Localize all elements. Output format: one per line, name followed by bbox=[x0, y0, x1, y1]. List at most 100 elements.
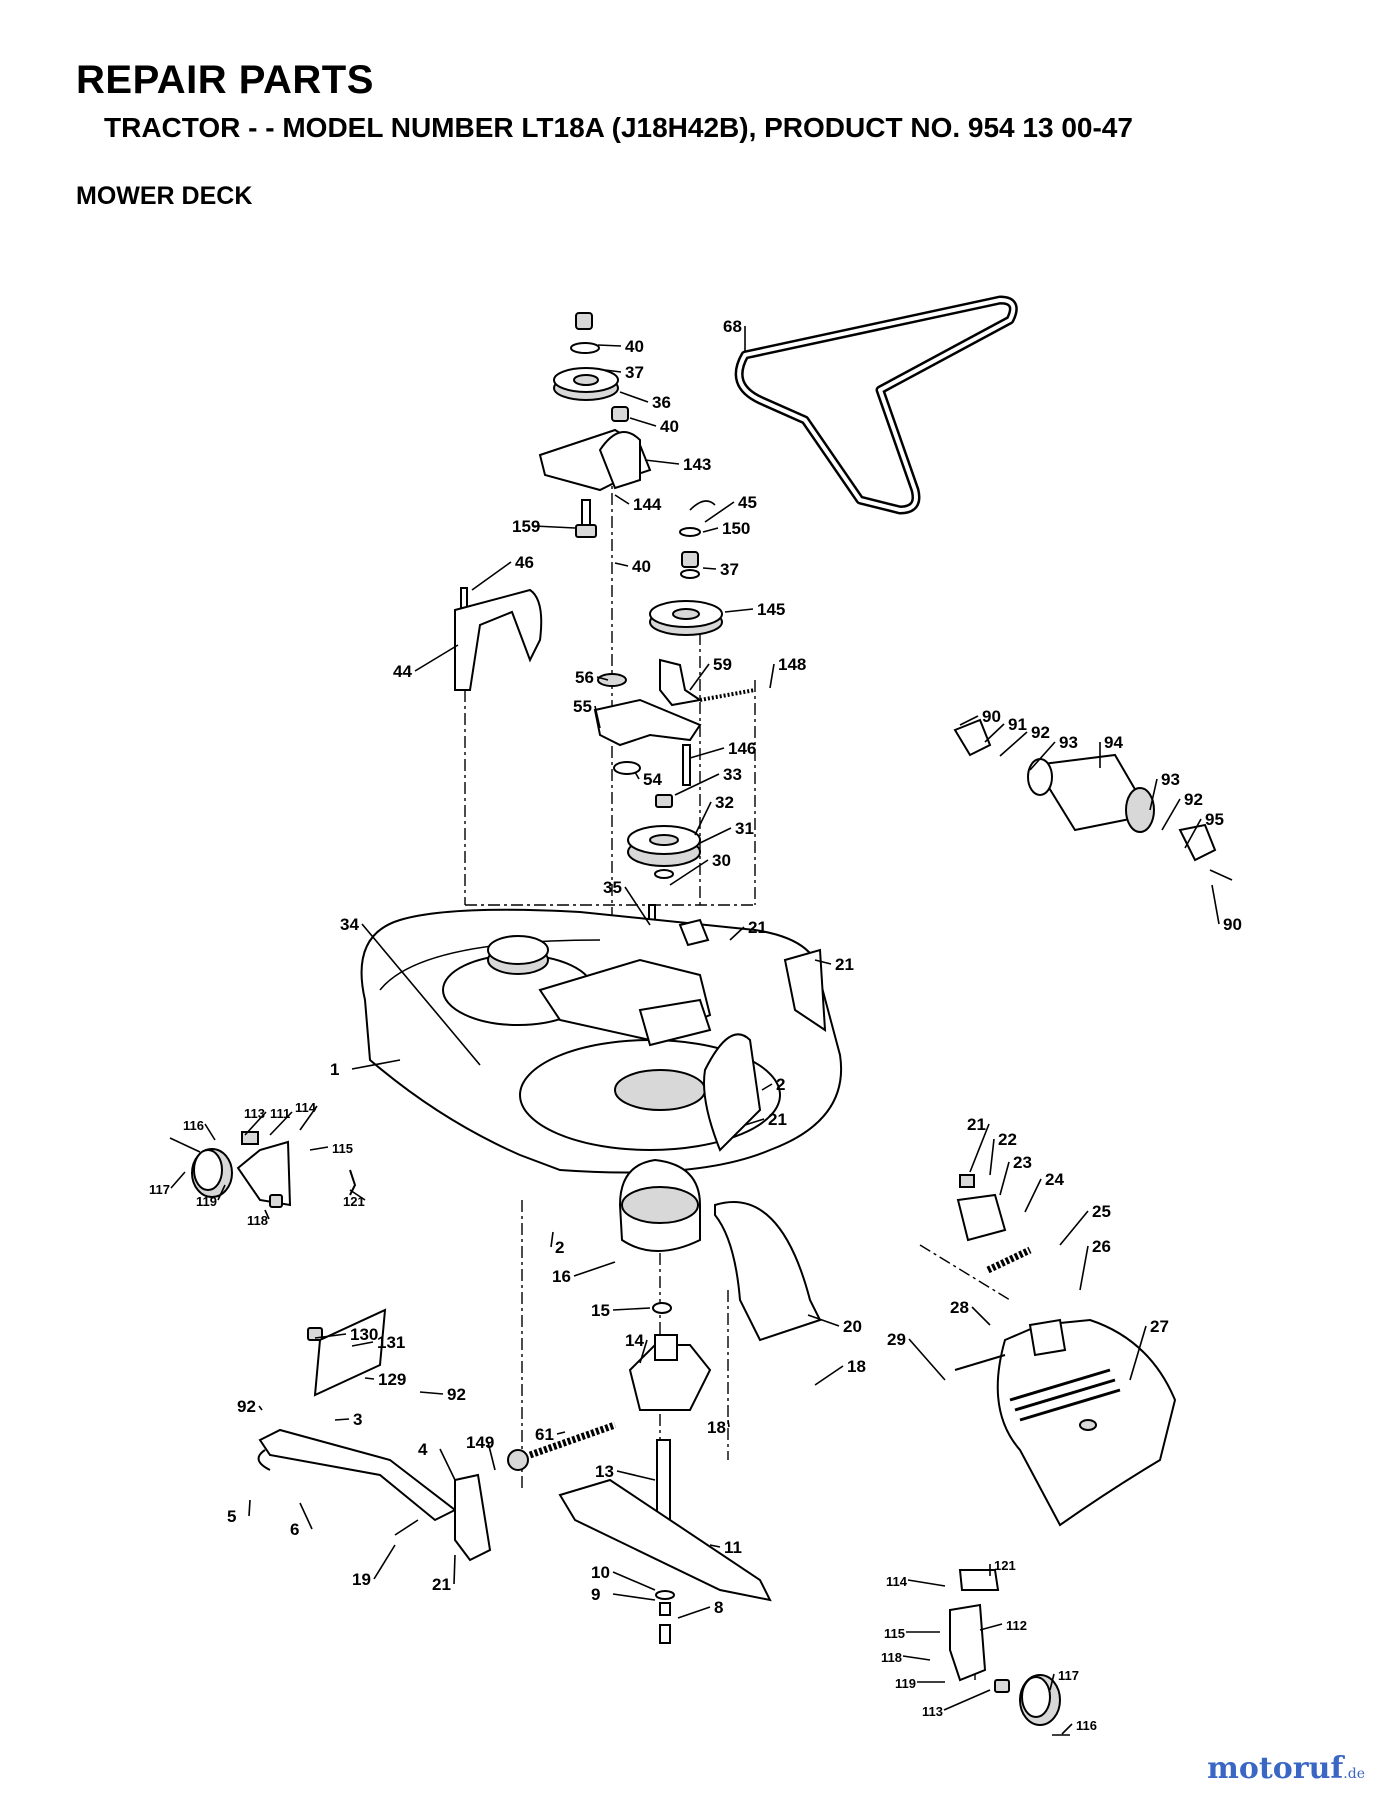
part-callout-129: 129 bbox=[378, 1370, 406, 1389]
callout-leader-37 bbox=[702, 567, 717, 570]
part-callout-146: 146 bbox=[728, 739, 756, 758]
callout-leader-115 bbox=[309, 1146, 329, 1151]
callout-leader-118 bbox=[264, 1209, 270, 1220]
part-callout-61: 61 bbox=[535, 1425, 554, 1444]
part-callout-95: 95 bbox=[1205, 810, 1224, 829]
v-belt-68 bbox=[734, 295, 1018, 515]
callout-leader-3 bbox=[334, 1418, 350, 1421]
mower-deck-1 bbox=[360, 908, 843, 1174]
part-callout-94: 94 bbox=[1104, 733, 1123, 752]
part-callout-54: 54 bbox=[643, 770, 662, 789]
part-callout-40: 40 bbox=[625, 337, 644, 356]
callout-leader-2 bbox=[550, 1231, 554, 1248]
callout-leader-40 bbox=[629, 417, 657, 427]
callout-leader-28 bbox=[971, 1306, 991, 1326]
callout-leader-117 bbox=[170, 1171, 186, 1189]
callout-leader-34 bbox=[361, 923, 481, 1066]
callout-leader-14 bbox=[639, 1339, 648, 1364]
part-callout-130: 130 bbox=[350, 1325, 378, 1344]
part-callout-13: 13 bbox=[595, 1462, 614, 1481]
part-callout-116: 116 bbox=[183, 1118, 204, 1133]
callout-leader-1 bbox=[351, 1059, 401, 1070]
lift-link-assembly bbox=[257, 1308, 617, 1562]
part-callout-27: 27 bbox=[1150, 1317, 1169, 1336]
callout-leader-150 bbox=[702, 527, 719, 533]
callout-leader-26 bbox=[1079, 1245, 1089, 1291]
part-callout-55: 55 bbox=[573, 697, 592, 716]
part-callout-92: 92 bbox=[1184, 790, 1203, 809]
callout-leader-92 bbox=[258, 1405, 263, 1411]
callout-leader-18 bbox=[814, 1365, 844, 1386]
part-callout-15: 15 bbox=[591, 1301, 610, 1320]
part-callout-114: 114 bbox=[295, 1100, 317, 1115]
part-callout-4: 4 bbox=[418, 1440, 428, 1459]
callout-leader-111 bbox=[269, 1111, 293, 1136]
part-callout-9: 9 bbox=[591, 1585, 600, 1604]
part-callout-10: 10 bbox=[591, 1563, 610, 1582]
part-callout-150: 150 bbox=[722, 519, 750, 538]
callout-leader-23 bbox=[999, 1161, 1010, 1196]
part-callout-116: 116 bbox=[1076, 1718, 1097, 1733]
part-callout-35: 35 bbox=[603, 878, 622, 897]
part-callout-11: 11 bbox=[724, 1538, 742, 1557]
callout-leader-46 bbox=[471, 561, 512, 591]
part-callout-90: 90 bbox=[1223, 915, 1242, 934]
callout-leader-113 bbox=[943, 1689, 991, 1711]
part-callout-143: 143 bbox=[683, 455, 711, 474]
callout-leader-31 bbox=[699, 827, 732, 844]
part-callout-117: 117 bbox=[1058, 1668, 1079, 1683]
callout-leader-13 bbox=[616, 1470, 656, 1481]
callout-leader-90 bbox=[959, 715, 979, 726]
callout-leader-6 bbox=[299, 1502, 313, 1530]
callout-leader-22 bbox=[989, 1138, 995, 1176]
part-callout-112: 112 bbox=[1006, 1618, 1027, 1633]
part-callout-111: 111 bbox=[270, 1106, 290, 1121]
part-callout-118: 118 bbox=[247, 1213, 268, 1228]
discharge-chute-27 bbox=[954, 1318, 1177, 1527]
callout-leader-25 bbox=[1059, 1210, 1089, 1246]
callout-leader-121 bbox=[349, 1189, 366, 1201]
part-callout-56: 56 bbox=[575, 668, 594, 687]
part-callout-121: 121 bbox=[343, 1194, 365, 1209]
part-callout-37: 37 bbox=[625, 363, 644, 382]
callout-leader-143 bbox=[644, 459, 680, 465]
part-callout-5: 5 bbox=[227, 1507, 236, 1526]
part-callout-21: 21 bbox=[748, 918, 767, 937]
callout-leader-4 bbox=[439, 1448, 456, 1481]
part-callout-28: 28 bbox=[950, 1298, 969, 1317]
part-callout-8: 8 bbox=[714, 1598, 723, 1617]
part-callout-20: 20 bbox=[843, 1317, 862, 1336]
part-callout-149: 149 bbox=[466, 1433, 494, 1452]
callout-leader-11 bbox=[709, 1544, 721, 1548]
part-callout-46: 46 bbox=[515, 553, 534, 572]
pulley-145-stack bbox=[649, 500, 723, 636]
callout-leader-35 bbox=[624, 886, 651, 926]
part-callout-91: 91 bbox=[1008, 715, 1027, 734]
callout-leader-20 bbox=[807, 1314, 840, 1327]
part-callout-36: 36 bbox=[652, 393, 671, 412]
callout-leader-15 bbox=[612, 1307, 651, 1311]
callout-leader-116 bbox=[1061, 1723, 1073, 1735]
part-callout-30: 30 bbox=[712, 851, 731, 870]
callout-leader-59 bbox=[689, 663, 710, 691]
part-callout-21: 21 bbox=[432, 1575, 451, 1594]
callout-leader-93 bbox=[1029, 741, 1056, 771]
callout-leader-54 bbox=[634, 771, 640, 780]
part-callout-33: 33 bbox=[723, 765, 742, 784]
part-callout-2: 2 bbox=[776, 1075, 785, 1094]
callout-leader-16 bbox=[573, 1261, 616, 1277]
callout-leader-24 bbox=[1024, 1178, 1042, 1213]
callout-leader-21 bbox=[744, 1118, 765, 1126]
part-callout-68: 68 bbox=[723, 317, 742, 336]
part-callout-113: 113 bbox=[922, 1704, 943, 1719]
callout-leader-113 bbox=[244, 1111, 267, 1136]
callout-leader-55 bbox=[594, 705, 601, 729]
part-callout-1: 1 bbox=[330, 1060, 339, 1079]
part-callout-21: 21 bbox=[768, 1110, 787, 1129]
callout-leader-37 bbox=[604, 369, 622, 373]
callout-leader-2 bbox=[761, 1083, 773, 1091]
callout-leader-10 bbox=[612, 1571, 656, 1591]
belt-guard-44 bbox=[454, 587, 543, 691]
page-title: REPAIR PARTS bbox=[76, 58, 374, 102]
part-callout-34: 34 bbox=[340, 915, 359, 934]
